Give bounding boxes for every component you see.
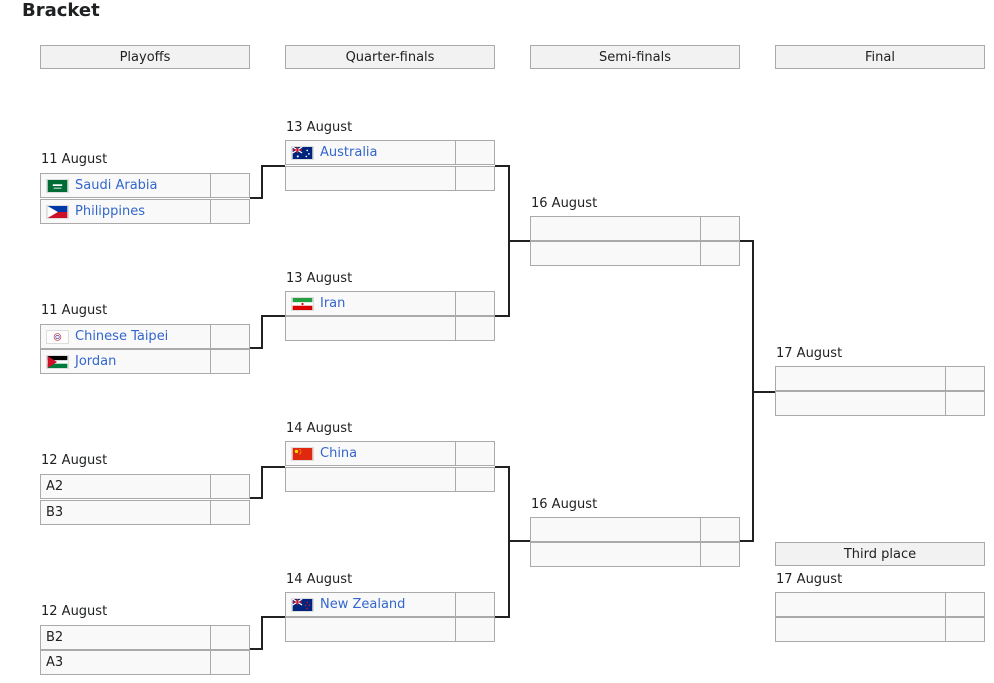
team-link[interactable]: Chinese Taipei	[75, 329, 169, 344]
score-cell	[456, 141, 494, 164]
team-row	[530, 542, 740, 567]
score-cell	[456, 468, 494, 491]
score-cell	[456, 292, 494, 315]
team-row	[775, 366, 985, 391]
score-cell	[456, 317, 494, 340]
score-cell	[211, 626, 249, 649]
philippines-flag	[46, 204, 69, 219]
score-cell	[211, 501, 249, 524]
team-link[interactable]: Saudi Arabia	[75, 178, 158, 193]
australia-flag	[291, 145, 314, 160]
team-link[interactable]: China	[320, 446, 358, 461]
team-row	[530, 216, 740, 241]
team-row: Saudi Arabia	[40, 173, 250, 198]
team-row	[775, 617, 985, 642]
team-row: Jordan	[40, 349, 250, 374]
team-row: B3	[40, 500, 250, 525]
team-row: New Zealand	[285, 592, 495, 617]
match-date: 14 August	[286, 572, 353, 587]
jordan-flag	[46, 354, 69, 369]
match-date: 11 August	[41, 303, 108, 318]
new-zealand-flag	[291, 597, 314, 612]
team-link[interactable]: Iran	[320, 296, 346, 311]
team-row: Iran	[285, 291, 495, 316]
match-date: 17 August	[776, 346, 843, 361]
score-cell	[456, 442, 494, 465]
score-cell	[946, 618, 984, 641]
round-header-third-place: Third place	[775, 542, 985, 566]
match-date: 13 August	[286, 120, 353, 135]
team-label: B2	[46, 630, 64, 645]
score-cell	[701, 242, 739, 265]
score-cell	[211, 174, 249, 197]
iran-flag	[291, 296, 314, 311]
score-cell	[701, 217, 739, 240]
team-label: A2	[46, 479, 64, 494]
team-row	[530, 241, 740, 266]
team-row: B2	[40, 625, 250, 650]
score-cell	[946, 367, 984, 390]
round-header-playoffs: Playoffs	[40, 45, 250, 69]
team-row: A3	[40, 650, 250, 675]
score-cell	[211, 325, 249, 348]
chinese-taipei-flag	[46, 329, 69, 344]
team-row	[775, 391, 985, 416]
team-row: Australia	[285, 140, 495, 165]
score-cell	[211, 475, 249, 498]
saudi-arabia-flag	[46, 178, 69, 193]
score-cell	[456, 167, 494, 190]
match-date: 12 August	[41, 453, 108, 468]
match-date: 16 August	[531, 196, 598, 211]
team-row	[775, 592, 985, 617]
score-cell	[701, 543, 739, 566]
match-date: 16 August	[531, 497, 598, 512]
team-row: Chinese Taipei	[40, 324, 250, 349]
team-row	[285, 617, 495, 642]
team-link[interactable]: New Zealand	[320, 597, 406, 612]
match-date: 17 August	[776, 572, 843, 587]
team-link[interactable]: Australia	[320, 145, 378, 160]
score-cell	[211, 651, 249, 674]
match-date: 14 August	[286, 421, 353, 436]
team-label: B3	[46, 505, 64, 520]
team-row	[285, 316, 495, 341]
match-date: 11 August	[41, 152, 108, 167]
score-cell	[211, 200, 249, 223]
team-link[interactable]: Jordan	[75, 354, 117, 369]
team-row: A2	[40, 474, 250, 499]
round-header-semi-finals: Semi-finals	[530, 45, 740, 69]
score-cell	[456, 593, 494, 616]
team-link[interactable]: Philippines	[75, 204, 146, 219]
match-date: 12 August	[41, 604, 108, 619]
score-cell	[211, 350, 249, 373]
team-row: China	[285, 441, 495, 466]
score-cell	[456, 618, 494, 641]
team-row	[285, 467, 495, 492]
score-cell	[946, 392, 984, 415]
page-title: Bracket	[22, 0, 100, 21]
team-row	[530, 517, 740, 542]
team-label: A3	[46, 655, 64, 670]
score-cell	[946, 593, 984, 616]
team-row: Philippines	[40, 199, 250, 224]
match-date: 13 August	[286, 271, 353, 286]
round-header-quarter-finals: Quarter-finals	[285, 45, 495, 69]
score-cell	[701, 518, 739, 541]
round-header-final: Final	[775, 45, 985, 69]
china-flag	[291, 446, 314, 461]
team-row	[285, 166, 495, 191]
